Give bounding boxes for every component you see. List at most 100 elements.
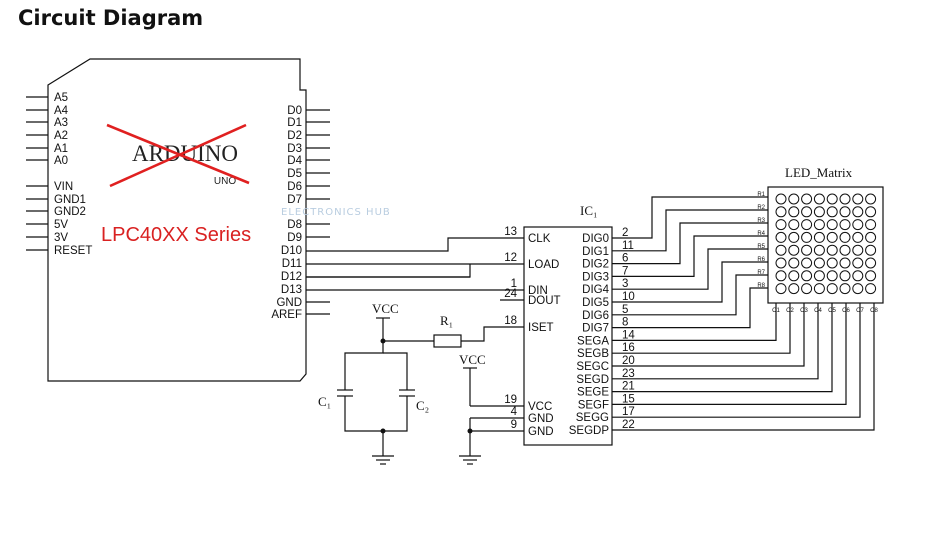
arduino-left-pin-label: RESET — [54, 245, 92, 257]
ic-to-matrix-wire — [612, 274, 768, 316]
led-matrix-row-label: R5 — [757, 244, 765, 250]
ic-right-pin-name: DIG3 — [582, 271, 609, 283]
ic-to-matrix-wire — [612, 287, 768, 329]
led-dot — [813, 257, 825, 269]
ic-left-pin-number: 12 — [504, 252, 517, 264]
led-dot — [865, 193, 877, 205]
led-dot — [813, 231, 825, 243]
ic-right-pin-name: SEGD — [576, 374, 609, 386]
ic-left-pin-number: 19 — [504, 394, 517, 406]
ic-left-pin-number: 9 — [511, 419, 517, 431]
arduino-right-pin-label: D13 — [281, 284, 302, 296]
signal-wires — [306, 237, 524, 291]
ic-left-pin-name: ISET — [528, 322, 554, 334]
page-title: Circuit Diagram — [18, 6, 204, 30]
led-dot — [813, 219, 825, 231]
ic-to-matrix-wire — [612, 303, 833, 393]
led-dot — [813, 206, 825, 218]
arduino-left-pin-label: A3 — [54, 117, 68, 129]
led-dot — [852, 257, 864, 269]
arduino-model: UNO — [214, 176, 236, 187]
led-dot — [826, 283, 838, 295]
led-dot — [775, 206, 787, 218]
led-dot — [801, 283, 813, 295]
arduino-right-pin-label: AREF — [271, 309, 302, 321]
arduino-left-pin-label: A5 — [54, 92, 68, 104]
led-dot — [813, 283, 825, 295]
led-dot — [801, 206, 813, 218]
ic-left-pin-name: GND — [528, 413, 554, 425]
arduino-right-pin-label: D11 — [282, 258, 302, 270]
arduino-right-pin-label: D3 — [287, 143, 302, 155]
cross-out-mark — [106, 123, 250, 188]
led-dot — [813, 193, 825, 205]
arduino-right-pin-label: D6 — [287, 181, 302, 193]
led-dot — [775, 193, 787, 205]
led-dot — [839, 219, 851, 231]
arduino-right-pin-label: D10 — [281, 245, 302, 257]
ic-to-matrix-wire — [612, 196, 768, 239]
led-matrix-row-label: R4 — [757, 231, 765, 237]
junction-dot — [380, 428, 386, 434]
led-matrix-body — [767, 186, 884, 304]
ic-to-matrix-wire — [612, 222, 768, 265]
led-dot — [813, 244, 825, 256]
arduino-right-pin-label: D7 — [287, 194, 302, 206]
ic-to-matrix-wire — [612, 303, 777, 341]
led-matrix-col-label: C7 — [856, 308, 864, 314]
led-dot — [826, 257, 838, 269]
ic-right-pin-number: 11 — [622, 240, 634, 252]
led-matrix-col-label: C1 — [772, 308, 780, 314]
ic-right-pin-name: SEGG — [576, 412, 609, 424]
arduino-right-pin-label: D12 — [281, 271, 302, 283]
ic-to-matrix-wire — [612, 235, 768, 277]
ic-right-pin-name: DIG0 — [582, 233, 609, 245]
ic-right-pin-number: 10 — [622, 291, 635, 303]
led-dot — [788, 283, 800, 295]
led-dot — [788, 206, 800, 218]
led-dot — [852, 231, 864, 243]
led-dot — [801, 257, 813, 269]
ic-right-pin-number: 16 — [622, 342, 635, 354]
ic-left-pin-name: GND — [528, 426, 554, 438]
arduino-board — [47, 58, 307, 382]
led-matrix-col-label: C8 — [870, 308, 878, 314]
arduino-left-pin-label: A0 — [54, 155, 68, 167]
led-dot — [865, 283, 877, 295]
led-matrix-col-label: C4 — [814, 308, 822, 314]
led-dot — [775, 244, 787, 256]
led-dot — [839, 206, 851, 218]
led-dot — [839, 270, 851, 282]
led-dot — [852, 244, 864, 256]
led-dot — [775, 231, 787, 243]
led-dot — [852, 219, 864, 231]
led-dot — [852, 283, 864, 295]
arduino-right-pin-label: D9 — [287, 232, 302, 244]
led-dot — [839, 283, 851, 295]
arduino-right-pin-label: D4 — [287, 155, 302, 167]
arduino-left-pin-label: 3V — [54, 232, 68, 244]
ic-left-pin-number: 1 — [511, 278, 517, 290]
arduino-right-pin-label: D0 — [287, 105, 302, 117]
led-dot — [775, 283, 787, 295]
ic-left-pin-name: DOUT — [528, 295, 561, 307]
led-dot — [839, 193, 851, 205]
led-dot — [788, 219, 800, 231]
ic-left-pin-name: LOAD — [528, 259, 559, 271]
ic-right-pin-name: DIG1 — [582, 246, 609, 258]
led-dot — [775, 257, 787, 269]
ic-right-pin-name: DIG4 — [582, 284, 609, 296]
led-dot — [826, 219, 838, 231]
ic-to-matrix-wire — [612, 303, 861, 418]
ic-right-pin-name: DIG6 — [582, 310, 609, 322]
ic-matrix-wires — [612, 196, 875, 431]
led-dot — [826, 193, 838, 205]
led-dot — [826, 206, 838, 218]
ic-left-pin-number: 24 — [504, 288, 517, 300]
ic-to-matrix-wire — [612, 261, 768, 303]
led-dot — [801, 193, 813, 205]
